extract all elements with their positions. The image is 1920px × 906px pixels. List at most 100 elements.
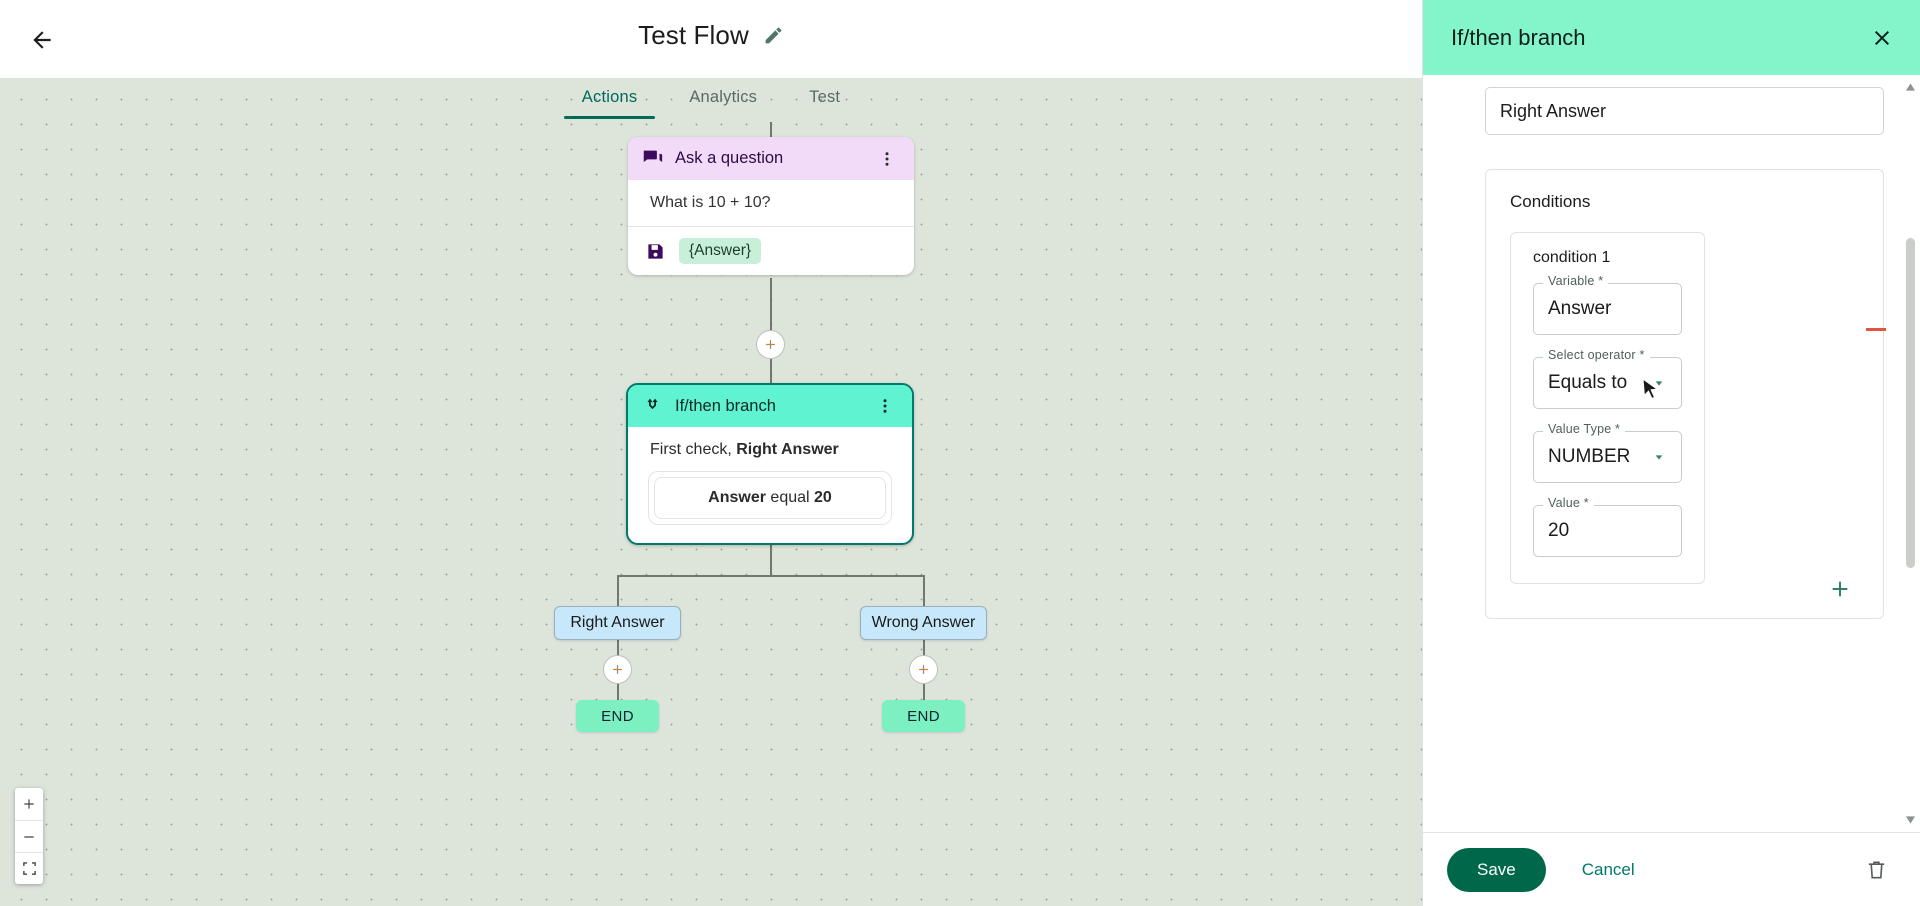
panel-scroll-area[interactable]: Right Answer Conditions condition 1 Vari… bbox=[1423, 75, 1920, 832]
scrollbar-thumb[interactable] bbox=[1906, 238, 1915, 568]
branch-label: Wrong Answer bbox=[871, 614, 976, 631]
caret-down-icon[interactable] bbox=[1906, 816, 1915, 824]
remove-condition-button[interactable] bbox=[1863, 316, 1889, 342]
plus-icon bbox=[766, 340, 775, 349]
panel-content: Right Answer Conditions condition 1 Vari… bbox=[1423, 87, 1920, 619]
connector-line bbox=[617, 575, 619, 606]
tab-actions[interactable]: Actions bbox=[556, 78, 664, 119]
question-text: What is 10 + 10? bbox=[628, 180, 914, 227]
trash-icon[interactable] bbox=[1859, 852, 1894, 887]
back-button[interactable] bbox=[20, 18, 64, 62]
field-legend: Select operator * bbox=[1543, 348, 1650, 362]
side-panel: If/then branch Right Answer Conditions c… bbox=[1422, 0, 1920, 906]
branch-name-value: Right Answer bbox=[1500, 100, 1607, 121]
variable-chip: {Answer} bbox=[679, 238, 762, 264]
condition-value: 20 bbox=[814, 489, 832, 506]
field-box[interactable]: Answer bbox=[1533, 283, 1682, 335]
flow-editor-area: Test Flow Actions Analytics Test bbox=[0, 0, 1422, 906]
field-box[interactable]: NUMBER bbox=[1533, 431, 1682, 483]
add-condition-button[interactable] bbox=[1823, 572, 1857, 606]
condition-operator: equal bbox=[770, 489, 810, 506]
node-if-then-branch[interactable]: If/then branch First check, Right Answer bbox=[626, 383, 914, 545]
add-step-button[interactable] bbox=[756, 330, 785, 359]
field-value: Equals to bbox=[1548, 372, 1628, 393]
tab-test[interactable]: Test bbox=[809, 88, 841, 106]
answer-variable-row: {Answer} bbox=[628, 227, 914, 275]
first-check-text: First check, Right Answer bbox=[628, 441, 912, 471]
caret-up-icon[interactable] bbox=[1906, 83, 1915, 91]
node-title: Ask a question bbox=[675, 149, 784, 167]
branch-name-input[interactable]: Right Answer bbox=[1485, 87, 1884, 135]
zoom-controls bbox=[15, 788, 43, 884]
panel-scrollbar[interactable] bbox=[1906, 83, 1915, 824]
tab-analytics[interactable]: Analytics bbox=[689, 88, 758, 106]
end-node-wrong[interactable]: END bbox=[882, 700, 965, 732]
more-vertical-icon[interactable] bbox=[874, 146, 900, 172]
plus-icon bbox=[1832, 581, 1848, 597]
branch-label: Right Answer bbox=[570, 614, 665, 631]
pencil-edit-icon[interactable] bbox=[763, 25, 784, 46]
end-label: END bbox=[907, 707, 940, 725]
fit-screen-icon[interactable] bbox=[15, 852, 43, 884]
field-legend: Value * bbox=[1543, 496, 1594, 510]
cancel-button[interactable]: Cancel bbox=[1572, 852, 1645, 888]
more-vertical-icon[interactable] bbox=[872, 393, 898, 419]
branch-label-right-answer[interactable]: Right Answer bbox=[554, 606, 681, 640]
arrow-left-icon bbox=[33, 31, 51, 49]
page-title: Test Flow bbox=[638, 20, 749, 50]
condition-summary-outer: Answer equal 20 bbox=[648, 471, 892, 525]
panel-header: If/then branch bbox=[1423, 0, 1920, 75]
zoom-in-icon[interactable] bbox=[15, 788, 43, 820]
field-box[interactable]: Equals to bbox=[1533, 357, 1682, 409]
chevron-down-icon[interactable] bbox=[1651, 375, 1667, 391]
field-value: NUMBER bbox=[1548, 446, 1631, 467]
end-label: END bbox=[601, 707, 634, 725]
node-body: First check, Right Answer Answer equal 2… bbox=[628, 427, 912, 543]
field-legend: Variable * bbox=[1543, 274, 1609, 288]
connector-line bbox=[770, 278, 772, 331]
field-value-type[interactable]: Value Type * NUMBER bbox=[1533, 422, 1682, 483]
node-ask-a-question[interactable]: Ask a question What is 10 + 10? {Ans bbox=[628, 137, 914, 275]
connector-line bbox=[770, 359, 772, 385]
top-header: Test Flow bbox=[0, 0, 1422, 78]
conditions-title: Conditions bbox=[1510, 192, 1591, 211]
minus-icon bbox=[1866, 327, 1886, 331]
connector-line bbox=[923, 640, 925, 656]
condition-label: condition 1 bbox=[1533, 249, 1611, 266]
connector-line bbox=[617, 684, 619, 702]
connector-line bbox=[770, 122, 772, 138]
condition-variable: Answer bbox=[708, 489, 766, 506]
floppy-save-icon bbox=[648, 243, 663, 259]
panel-title: If/then branch bbox=[1451, 24, 1586, 50]
chevron-down-icon[interactable] bbox=[1651, 449, 1667, 465]
branch-label-wrong-answer[interactable]: Wrong Answer bbox=[860, 606, 987, 640]
branch-split-icon bbox=[647, 398, 658, 415]
add-step-button-wrong[interactable] bbox=[909, 655, 938, 684]
condition-summary: Answer equal 20 bbox=[654, 477, 886, 519]
plus-icon bbox=[919, 665, 928, 674]
flow-title-group: Test Flow bbox=[0, 20, 1422, 51]
tab-bar: Actions Analytics Test bbox=[0, 78, 1422, 122]
field-value: Answer bbox=[1548, 298, 1612, 319]
node-header: If/then branch bbox=[628, 385, 912, 427]
node-title: If/then branch bbox=[675, 396, 776, 415]
field-legend: Value Type * bbox=[1543, 422, 1626, 436]
field-box[interactable]: 20 bbox=[1533, 505, 1682, 557]
end-node-right[interactable]: END bbox=[576, 700, 659, 732]
add-step-button-right[interactable] bbox=[603, 655, 632, 684]
field-variable[interactable]: Variable * Answer bbox=[1533, 274, 1682, 335]
save-button[interactable]: Save bbox=[1447, 847, 1546, 892]
conditions-card: Conditions condition 1 Variable * Answer… bbox=[1485, 169, 1886, 619]
first-check-name: Right Answer bbox=[736, 441, 839, 458]
field-value[interactable]: Value * 20 bbox=[1533, 496, 1682, 557]
condition-group-1: condition 1 Variable * Answer Select ope… bbox=[1510, 232, 1705, 584]
connector-line bbox=[923, 684, 925, 702]
connector-line bbox=[923, 575, 925, 606]
zoom-out-icon[interactable] bbox=[15, 820, 43, 852]
field-select-operator[interactable]: Select operator * Equals to bbox=[1533, 348, 1682, 409]
close-icon[interactable] bbox=[1870, 26, 1894, 50]
connector-line bbox=[617, 640, 619, 656]
flow-canvas[interactable]: Actions Analytics Test bbox=[0, 78, 1422, 906]
node-header: Ask a question bbox=[628, 137, 914, 180]
